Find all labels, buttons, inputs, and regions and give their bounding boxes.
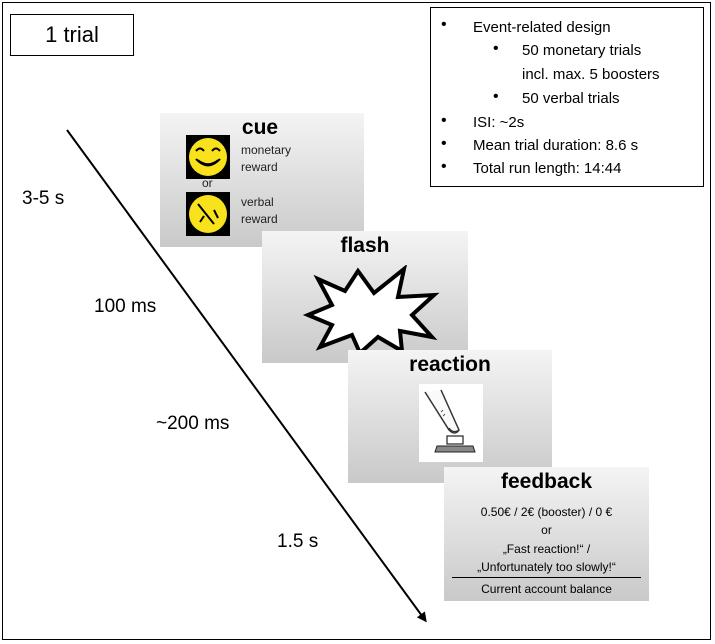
- info-item: 50 monetary trials: [522, 42, 642, 59]
- bullet-icon: •: [441, 158, 447, 175]
- feedback-panel: feedback 0.50€ / 2€ (booster) / 0 € or „…: [444, 467, 649, 601]
- bullet-icon: •: [441, 112, 447, 129]
- finger-button-icon: [419, 384, 483, 462]
- flash-burst-icon: [302, 265, 440, 355]
- trial-title: 1 trial: [45, 22, 99, 47]
- info-item: Mean trial duration: 8.6 s: [473, 137, 639, 154]
- flash-title: flash: [340, 234, 390, 257]
- info-item: incl. max. 5 boosters: [522, 66, 660, 83]
- info-item: Total run length: 14:44: [473, 160, 622, 177]
- info-item: 50 verbal trials: [522, 90, 620, 107]
- timeline-label-cue: 3-5 s: [22, 188, 65, 209]
- feedback-message-2: „Unfortunately too slowly!“: [477, 560, 616, 574]
- feedback-divider: [452, 577, 641, 578]
- bullet-icon: •: [441, 135, 447, 152]
- monetary-label-1: monetary: [241, 143, 292, 157]
- flash-panel: flash: [262, 231, 468, 363]
- monetary-label-2: reward: [241, 160, 278, 174]
- smiley-happy-icon: [186, 135, 230, 179]
- design-info-box: • Event-related design • 50 monetary tri…: [430, 7, 704, 187]
- trial-title-box: 1 trial: [10, 14, 134, 56]
- reaction-title: reaction: [409, 353, 491, 376]
- smiley-verbal-icon: [186, 192, 230, 236]
- timeline-label-feedback: 1.5 s: [277, 531, 319, 552]
- feedback-or: or: [541, 523, 552, 537]
- feedback-amounts: 0.50€ / 2€ (booster) / 0 €: [480, 505, 613, 519]
- info-item: ISI: ~2s: [473, 114, 525, 131]
- bullet-icon: •: [441, 16, 447, 33]
- feedback-title: feedback: [500, 470, 593, 493]
- bullet-icon: •: [493, 40, 499, 57]
- timeline-label-reaction: ~200 ms: [156, 413, 230, 434]
- info-item: Event-related design: [473, 19, 611, 36]
- cue-title: cue: [241, 116, 279, 139]
- cue-or-label: or: [202, 176, 213, 190]
- bullet-icon: •: [493, 88, 499, 105]
- reaction-panel: reaction: [348, 350, 552, 483]
- verbal-label-2: reward: [241, 212, 278, 226]
- cue-panel: cue monetary reward or verbal reward: [160, 113, 364, 247]
- timeline-label-flash: 100 ms: [94, 296, 157, 317]
- feedback-balance: Current account balance: [481, 582, 612, 596]
- verbal-label-1: verbal: [241, 195, 274, 209]
- feedback-message-1: „Fast reaction!“ /: [502, 542, 591, 556]
